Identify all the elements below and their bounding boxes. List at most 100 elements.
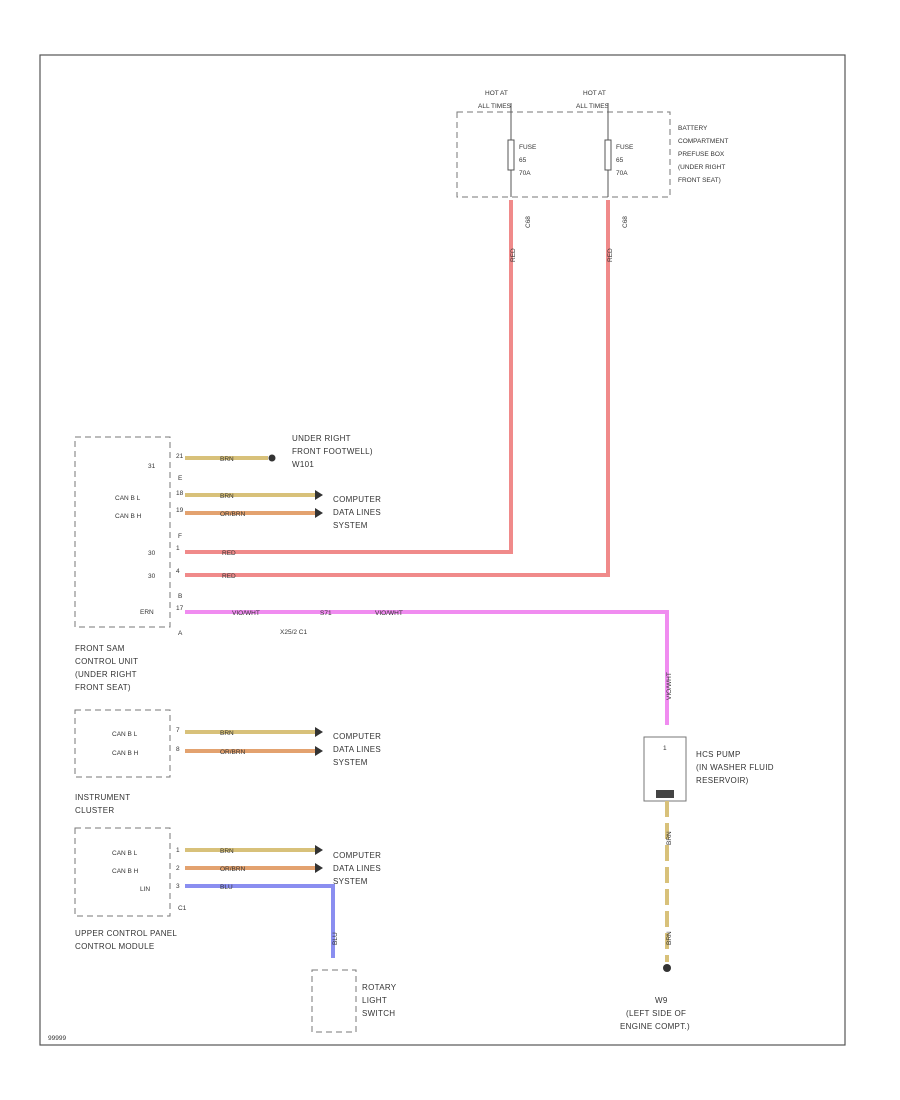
ground-w9-dot — [663, 964, 671, 972]
diagram-frame — [39, 54, 846, 1046]
svg-text:17: 17 — [176, 605, 184, 612]
sam-canl-arrow — [315, 490, 323, 500]
cluster-canh-pin-num: 8 — [176, 746, 180, 753]
svg-text:DATA LINES: DATA LINES — [333, 864, 381, 873]
fuse-2-symbol — [604, 139, 612, 171]
fuse-1-name: FUSE — [519, 144, 537, 151]
sam-canh-color: OR/BRN — [220, 511, 246, 518]
fuse-2-name: FUSE — [616, 144, 634, 151]
red-wire-1-color: RED — [222, 550, 236, 557]
ground-w101-dot — [268, 454, 276, 462]
svg-text:BATTERY: BATTERY — [678, 125, 708, 132]
svg-text:FRONT SAM: FRONT SAM — [75, 644, 125, 653]
diagram-code: 99999 — [48, 1035, 66, 1042]
ground-w101-label: UNDER RIGHT FRONT FOOTWELL) W101 — [292, 434, 373, 469]
cluster-canl-arrow — [315, 727, 323, 737]
instrument-cluster-label: INSTRUMENT CLUSTER — [75, 793, 130, 815]
hot-at-label-2: HOT AT — [583, 90, 606, 97]
svg-text:RESERVOIR): RESERVOIR) — [696, 776, 749, 785]
svg-text:UPPER CONTROL PANEL: UPPER CONTROL PANEL — [75, 929, 177, 938]
cluster-canh-pin: CAN B H — [112, 750, 139, 757]
cluster-computer-data-lines-label: COMPUTER DATA LINES SYSTEM — [333, 732, 381, 767]
red-wire-1-color-vert: RED — [510, 248, 517, 262]
svg-text:30: 30 — [148, 550, 156, 557]
upper-panel-box — [74, 827, 171, 917]
instrument-cluster-box — [74, 709, 171, 778]
violet-wire-color-1: VIO/WHT — [232, 610, 260, 617]
svg-text:19: 19 — [176, 507, 184, 514]
svg-text:CLUSTER: CLUSTER — [75, 806, 114, 815]
red-wire-2-color-vert: RED — [607, 248, 614, 262]
svg-text:(LEFT SIDE OF: (LEFT SIDE OF — [626, 1009, 686, 1018]
upper-canh-arrow — [315, 863, 323, 873]
lin-wire-color-vert: BLU — [332, 932, 339, 945]
upper-panel-label: UPPER CONTROL PANEL CONTROL MODULE — [75, 929, 177, 951]
violet-wire-color-2: VIO/WHT — [375, 610, 403, 617]
svg-text:FRONT FOOTWELL): FRONT FOOTWELL) — [292, 447, 373, 456]
lin-wire — [185, 884, 335, 958]
svg-text:DATA LINES: DATA LINES — [333, 745, 381, 754]
svg-text:31: 31 — [148, 463, 156, 470]
red-wire-1 — [185, 200, 513, 554]
svg-text:COMPUTER: COMPUTER — [333, 732, 381, 741]
svg-text:SYSTEM: SYSTEM — [333, 521, 368, 530]
svg-text:(UNDER RIGHT: (UNDER RIGHT — [75, 670, 137, 679]
sam-canl-color: BRN — [220, 493, 234, 500]
svg-text:CONTROL UNIT: CONTROL UNIT — [75, 657, 138, 666]
sam-computer-data-lines-label: COMPUTER DATA LINES SYSTEM — [333, 495, 381, 530]
upper-computer-data-lines-label: COMPUTER DATA LINES SYSTEM — [333, 851, 381, 886]
lin-wire-color: BLU — [220, 884, 233, 891]
upper-lin-pin-num: 3 — [176, 883, 180, 890]
svg-text:W9: W9 — [655, 996, 668, 1005]
svg-text:(UNDER RIGHT: (UNDER RIGHT — [678, 164, 725, 171]
svg-text:COMPUTER: COMPUTER — [333, 495, 381, 504]
upper-connector: C1 — [178, 905, 187, 912]
upper-canh-color: OR/BRN — [220, 866, 246, 873]
fuse-1-symbol — [507, 139, 515, 171]
splice-label: X25/2 C1 — [280, 629, 307, 636]
violet-wire-color-vert: VIO/WHT — [666, 672, 673, 700]
svg-text:FRONT SEAT): FRONT SEAT) — [678, 177, 721, 184]
svg-text:COMPUTER: COMPUTER — [333, 851, 381, 860]
svg-text:COMPARTMENT: COMPARTMENT — [678, 138, 728, 145]
front-sam-connectors: E F B A — [178, 475, 183, 637]
rotary-switch-label: ROTARY LIGHT SWITCH — [362, 983, 397, 1018]
sam-canh-arrow — [315, 508, 323, 518]
svg-text:W101: W101 — [292, 460, 314, 469]
svg-text:SWITCH: SWITCH — [362, 1009, 395, 1018]
ground-w9-label: W9 (LEFT SIDE OF ENGINE COMPT.) — [620, 996, 690, 1031]
front-sam-box — [74, 436, 171, 628]
upper-canh-pin-num: 2 — [176, 865, 180, 872]
upper-canl-pin-num: 1 — [176, 847, 180, 854]
red-wire-2 — [185, 200, 610, 577]
all-times-label-2: ALL TIMES — [576, 103, 610, 110]
svg-text:B: B — [178, 593, 182, 600]
pump-ground-color-1: BRN — [666, 831, 673, 845]
svg-text:ROTARY: ROTARY — [362, 983, 397, 992]
svg-text:A: A — [178, 630, 183, 637]
hcs-pump-label: HCS PUMP (IN WASHER FLUID RESERVOIR) — [696, 750, 774, 785]
upper-canl-pin: CAN B L — [112, 850, 138, 857]
svg-text:SYSTEM: SYSTEM — [333, 877, 368, 886]
cluster-canh-arrow — [315, 746, 323, 756]
cluster-canl-pin-num: 7 — [176, 727, 180, 734]
svg-text:18: 18 — [176, 490, 184, 497]
front-sam-label: FRONT SAM CONTROL UNIT (UNDER RIGHT FRON… — [75, 644, 138, 692]
svg-text:30: 30 — [148, 573, 156, 580]
violet-wire — [185, 610, 669, 725]
fuse-2-rating: 70A — [616, 170, 628, 177]
svg-text:21: 21 — [176, 453, 184, 460]
svg-text:E: E — [178, 475, 183, 482]
svg-text:PREFUSE BOX: PREFUSE BOX — [678, 151, 725, 158]
upper-lin-pin: LIN — [140, 886, 150, 893]
fuse-1-rating: 70A — [519, 170, 531, 177]
prefuse-box — [456, 111, 671, 198]
svg-text:1: 1 — [176, 545, 180, 552]
svg-text:LIGHT: LIGHT — [362, 996, 387, 1005]
svg-text:DATA LINES: DATA LINES — [333, 508, 381, 517]
brn-wire-ground-color: BRN — [220, 456, 234, 463]
upper-canl-color: BRN — [220, 848, 234, 855]
splice-dot-label: S71 — [320, 610, 332, 617]
hcs-pump-motor-icon — [656, 790, 674, 798]
